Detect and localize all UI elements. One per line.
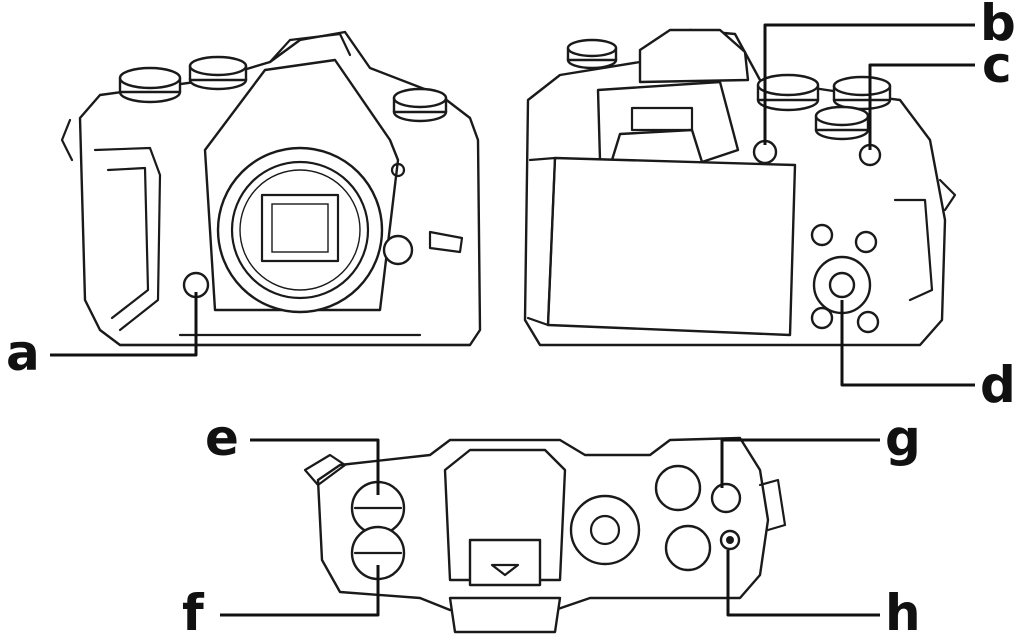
leader-h: [726, 550, 880, 617]
leader-g: [720, 438, 880, 488]
mode-dial-icon: [569, 494, 641, 566]
callout-leaders: [50, 23, 975, 617]
camera-top-view: [303, 436, 787, 634]
callout-a: a: [6, 324, 40, 382]
callout-b: b: [980, 0, 1016, 52]
leader-a: [50, 292, 198, 357]
top-front-dial-icon: [664, 524, 712, 572]
callout-e: e: [205, 409, 239, 467]
monitor-screen: [546, 156, 797, 337]
leader-d: [840, 300, 975, 387]
lens-mount-icon: [216, 146, 384, 314]
camera-back-view: [523, 28, 957, 347]
camera-front-view: [60, 30, 482, 347]
leader-b: [763, 23, 975, 145]
top-button-g: [710, 482, 742, 514]
callout-c: c: [982, 36, 1012, 94]
callout-labels: a b c d e f g h: [6, 0, 1016, 642]
callout-g: g: [885, 409, 921, 467]
callout-d: d: [980, 356, 1016, 414]
hot-shoe-icon: [468, 538, 542, 587]
leader-e: [250, 438, 380, 495]
leader-c: [868, 63, 975, 150]
callout-f: f: [182, 584, 205, 642]
top-rear-dial-icon: [654, 464, 702, 512]
leader-f: [220, 565, 380, 617]
callout-h: h: [885, 584, 921, 642]
